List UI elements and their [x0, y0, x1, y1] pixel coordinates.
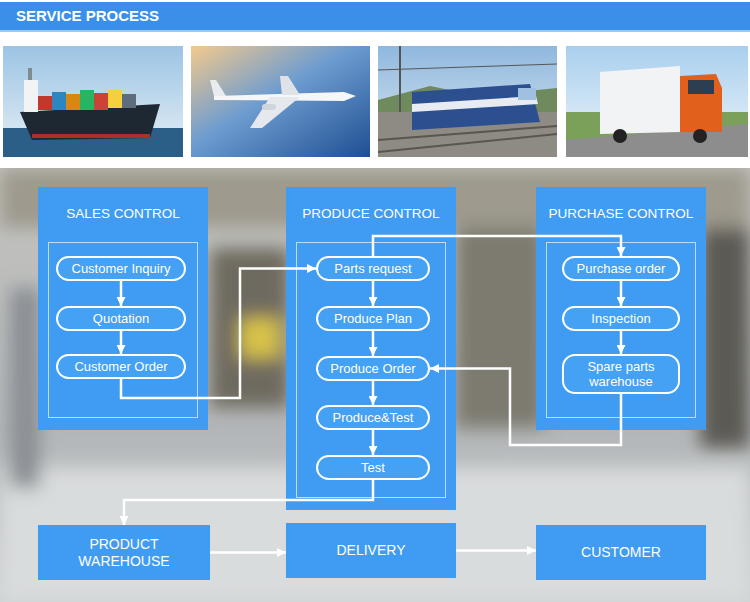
panel-heading: SALES CONTROL — [38, 205, 208, 223]
train-photo — [378, 46, 557, 157]
control-panel: PURCHASE CONTROL Purchase orderInspection… — [536, 187, 706, 430]
process-step: Produce Order — [316, 356, 430, 381]
flow-arrow — [210, 551, 286, 554]
step-label: Purchase order — [577, 261, 666, 276]
process-step: Quotation — [56, 306, 186, 331]
control-panel: SALES CONTROL Customer InquiryQuotationCu… — [38, 187, 208, 430]
flow-arrow — [456, 549, 536, 552]
step-label: Inspection — [591, 311, 650, 326]
flow-arrow — [120, 281, 123, 306]
header-rule — [0, 30, 750, 32]
step-label: Test — [361, 460, 385, 475]
ship-photo — [3, 46, 183, 157]
page-title: SERVICE PROCESS — [16, 7, 159, 25]
flow-arrow — [372, 430, 375, 455]
truck-photo — [566, 46, 748, 157]
process-step: Customer Order — [56, 354, 186, 379]
process-step: Customer Inquiry — [56, 256, 186, 281]
step-label: Produce Order — [330, 361, 415, 376]
flow-arrow — [372, 381, 375, 405]
step-label: Produce&Test — [333, 410, 414, 425]
process-step: Test — [316, 455, 430, 480]
step-label: Produce Plan — [334, 311, 412, 326]
flow-arrow — [372, 281, 375, 306]
panel-heading: PRODUCE CONTROL — [286, 205, 456, 223]
process-step: Purchase order — [562, 256, 680, 281]
flow-arrow — [373, 236, 621, 256]
flow-arrow — [120, 331, 123, 354]
flow-arrow — [620, 331, 623, 354]
step-label: Parts request — [334, 261, 411, 276]
flow-arrow — [124, 480, 373, 525]
step-label: Spare parts warehouse — [568, 359, 674, 389]
control-panel: PRODUCE CONTROL Parts requestProduce Plan… — [286, 187, 456, 510]
stage-label: CUSTOMER — [581, 544, 661, 561]
process-step: Produce&Test — [316, 405, 430, 430]
step-label: Customer Inquiry — [72, 261, 171, 276]
flow-arrow — [430, 369, 621, 446]
step-label: Customer Order — [74, 359, 167, 374]
panel-heading: PURCHASE CONTROL — [536, 205, 706, 223]
flow-arrow — [620, 281, 623, 306]
stage-box: PRODUCT WAREHOUSE — [38, 525, 210, 580]
plane-photo — [191, 46, 370, 157]
stage-box: DELIVERY — [286, 523, 456, 578]
process-step: Produce Plan — [316, 306, 430, 331]
stage-box: CUSTOMER — [536, 525, 706, 580]
flow-arrow — [372, 331, 375, 356]
stage-label: PRODUCT WAREHOUSE — [44, 536, 204, 570]
process-step: Parts request — [316, 256, 430, 281]
process-step: Inspection — [562, 306, 680, 331]
step-label: Quotation — [93, 311, 149, 326]
flow-arrow — [121, 269, 316, 399]
transport-photos — [0, 0, 750, 168]
stage-label: DELIVERY — [337, 542, 406, 559]
process-step: Spare parts warehouse — [562, 354, 680, 394]
